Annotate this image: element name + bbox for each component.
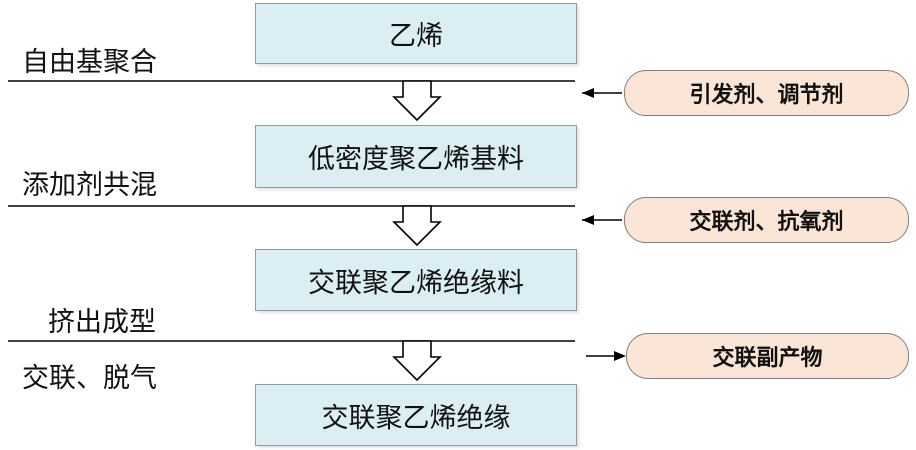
left-arrow-icon (582, 88, 594, 98)
left-arrow-icon (582, 215, 594, 225)
right-arrow-icon (614, 351, 626, 361)
step-label-additive-blending: 添加剂共混 (22, 170, 157, 201)
output-crosslink-byproducts-label: 交联副产物 (712, 346, 823, 371)
input-crosslinker-antioxidant: 交联剂、抗氧剂 (624, 197, 909, 243)
step-label-crosslink-degas: 交联、脱气 (22, 363, 157, 394)
node-ethylene: 乙烯 (255, 3, 577, 64)
input-crosslinker-antioxidant-label: 交联剂、抗氧剂 (689, 210, 844, 235)
step-label-extrusion-molding: 挤出成型 (48, 307, 156, 338)
node-ldpe-base-label: 低密度聚乙烯基料 (308, 144, 524, 175)
node-ethylene-label: 乙烯 (389, 21, 443, 52)
node-ldpe-base: 低密度聚乙烯基料 (255, 125, 577, 188)
down-arrow-icon (392, 340, 442, 382)
node-xlpe-compound-label: 交联聚乙烯绝缘料 (308, 267, 524, 299)
input-initiator-regulator: 引发剂、调节剂 (624, 70, 909, 116)
node-xlpe-insulation: 交联聚乙烯绝缘 (255, 384, 577, 446)
step-label-radical-polymerization: 自由基聚合 (22, 47, 157, 78)
down-arrow-icon (392, 80, 442, 122)
node-xlpe-compound: 交联聚乙烯绝缘料 (255, 249, 577, 311)
input-initiator-regulator-label: 引发剂、调节剂 (689, 83, 844, 108)
down-arrow-icon (392, 205, 442, 247)
node-xlpe-insulation-label: 交联聚乙烯绝缘 (321, 402, 511, 434)
output-crosslink-byproducts: 交联副产物 (626, 333, 909, 379)
